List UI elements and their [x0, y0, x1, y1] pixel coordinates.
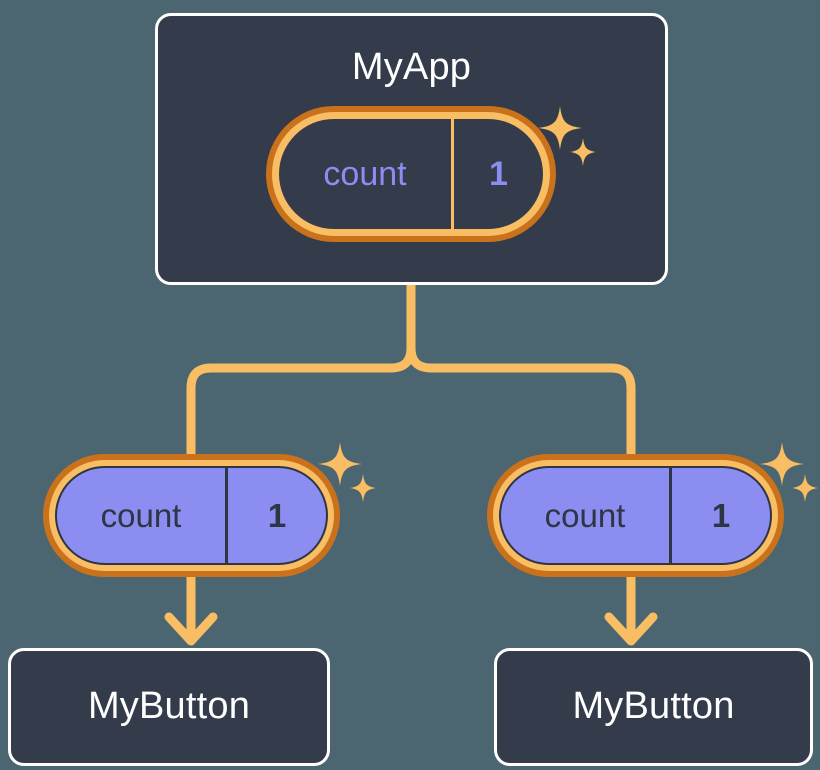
arrow-down-icon-left [164, 612, 218, 646]
component-title-right: MyButton [572, 685, 735, 727]
state-value-label: 1 [267, 496, 287, 534]
state-pill-right[interactable]: count 1 [487, 454, 784, 577]
pill-core: count 1 [499, 466, 772, 565]
component-box-mybutton-left[interactable]: MyButton [8, 648, 330, 766]
pill-divider [451, 119, 454, 229]
state-key-label: count [544, 496, 626, 534]
pill-core: count 1 [55, 466, 328, 565]
pill-divider [225, 468, 228, 563]
page-title-myapp: MyApp [351, 46, 472, 88]
pill-core: count 1 [279, 119, 543, 229]
sparkle-icon-small [792, 474, 818, 502]
state-pill-left[interactable]: count 1 [43, 454, 340, 577]
state-value-label: 1 [489, 154, 508, 193]
connector-tree-path [186, 281, 636, 460]
component-title-left: MyButton [87, 685, 251, 727]
state-key-label: count [100, 496, 182, 534]
component-box-mybutton-right[interactable]: MyButton [494, 648, 813, 766]
sparkle-icon-small [350, 474, 376, 502]
state-pill-root[interactable]: count 1 [266, 106, 556, 242]
pill-divider [669, 468, 672, 563]
state-key-label: count [323, 154, 407, 193]
state-value-label: 1 [711, 496, 731, 534]
arrow-down-icon-right [604, 612, 658, 646]
